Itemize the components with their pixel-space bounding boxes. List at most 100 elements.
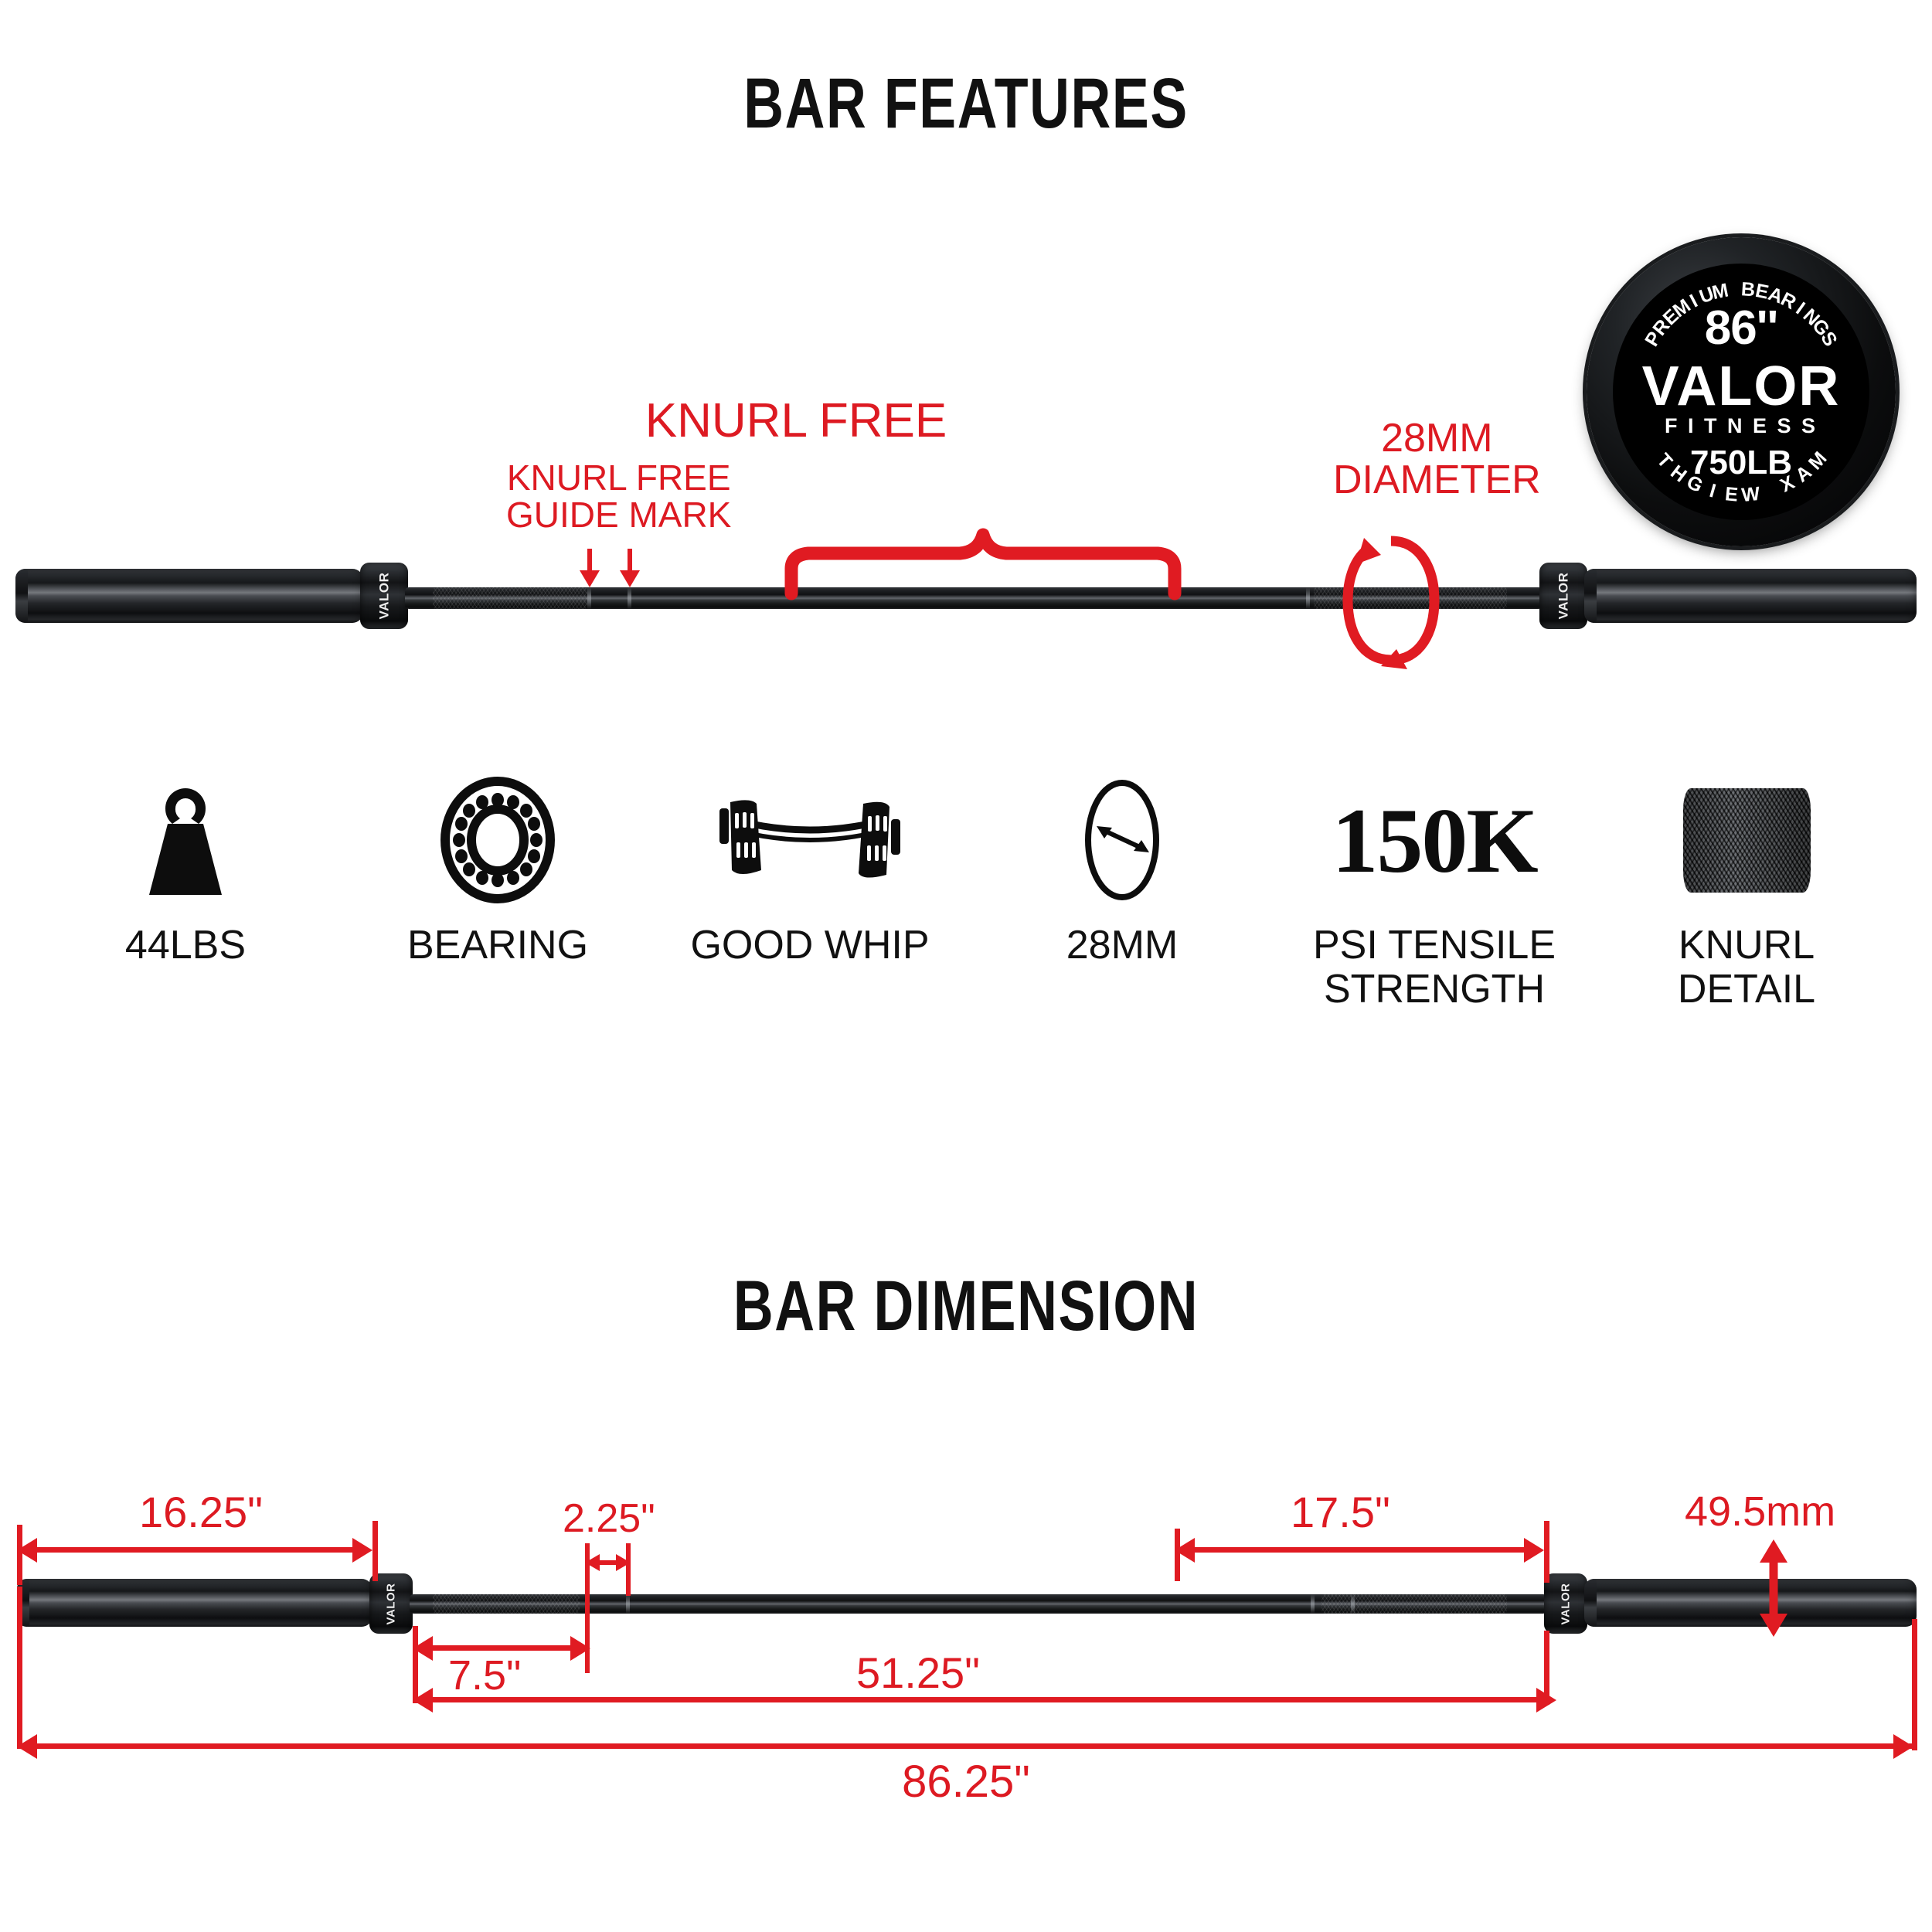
features-icon-row: 44LBS xyxy=(46,773,1886,1074)
dim-line-51-25 xyxy=(427,1697,1549,1702)
ext-line-51-25-left xyxy=(413,1626,418,1703)
dim-guide-mark-4 xyxy=(1351,1594,1355,1614)
knurl-free-brace xyxy=(784,528,1182,600)
dim-knurl-band-right xyxy=(1321,1594,1507,1614)
feature-label-tensile-strength: PSI TENSILE STRENGTH xyxy=(1313,923,1556,1012)
tensile-strength-value: 150K xyxy=(1332,788,1538,892)
left-collar: VALOR xyxy=(360,563,408,629)
ext-line-16-25-right xyxy=(372,1521,378,1581)
dim-label-86-25: 86.25" xyxy=(902,1757,1030,1807)
annotation-diameter-line1: 28MM xyxy=(1381,416,1493,461)
page-title-bar-features: BAR FEATURES xyxy=(743,64,1189,143)
dim-collar-logo-right: VALOR xyxy=(1559,1583,1573,1624)
feature-label-knurl-detail: KNURL DETAIL xyxy=(1678,923,1815,1012)
feature-label-44lbs: 44LBS xyxy=(124,923,247,968)
dim-arrow-51-25-right xyxy=(1536,1688,1556,1713)
feature-tensile-strength: 150K PSI TENSILE STRENGTH xyxy=(1295,773,1573,1012)
bending-barbell-icon xyxy=(713,773,906,908)
ext-line-17-5-right xyxy=(1544,1521,1549,1583)
dim-label-7-5: 7.5" xyxy=(448,1652,522,1699)
ball-bearing-icon xyxy=(436,773,560,908)
dim-vertical-arrow-49-5mm xyxy=(1760,1539,1787,1637)
endcap-size: 86'' xyxy=(1704,301,1778,355)
dim-arrow-51-25-left xyxy=(413,1688,433,1713)
diameter-ellipse-icon xyxy=(1080,773,1165,908)
endcap-brand-sub: F I T N E S S xyxy=(1664,414,1818,437)
tensile-strength-text: 150K xyxy=(1332,773,1538,908)
guide-pointer-arrow-1 xyxy=(580,570,600,587)
dim-arrow-86-25-left xyxy=(17,1734,37,1759)
annotation-diameter-line2: DIAMETER xyxy=(1333,457,1541,503)
dim-arrow-86-25-right xyxy=(1893,1734,1913,1759)
guide-mark-inner-right xyxy=(1306,587,1310,609)
feature-bearing: BEARING xyxy=(359,773,637,968)
knurl-texture-icon xyxy=(1682,773,1811,908)
dim-guide-mark-3 xyxy=(1311,1594,1315,1614)
dim-bar-shaft xyxy=(410,1594,1547,1614)
feature-44lbs: 44LBS xyxy=(46,773,325,968)
dim-collar-logo-left: VALOR xyxy=(384,1583,398,1624)
weight-plate-icon xyxy=(128,773,243,908)
dim-knurl-band-left xyxy=(433,1594,580,1614)
feature-good-whip: GOOD WHIP xyxy=(671,773,949,968)
dim-arrow-16-25-left xyxy=(17,1538,37,1563)
feature-label-28mm: 28MM xyxy=(1066,923,1179,968)
dim-right-sleeve xyxy=(1584,1579,1917,1627)
feature-label-bearing: BEARING xyxy=(406,923,589,968)
dim-label-51-25: 51.25" xyxy=(855,1648,981,1697)
dim-label-17-5: 17.5" xyxy=(1291,1488,1390,1536)
endcap-arc-char: E xyxy=(1723,483,1740,506)
dim-arrow-2-25-right xyxy=(616,1554,631,1571)
annotation-knurl-free-guide-mark: KNURL FREE GUIDE MARK xyxy=(506,457,732,535)
endcap-arc-char xyxy=(1764,480,1776,503)
right-sleeve xyxy=(1584,569,1917,623)
endcap-max-weight-value: 750LB xyxy=(1689,444,1793,481)
dim-line-7-5 xyxy=(427,1645,589,1651)
collar-logo-right: VALOR xyxy=(1556,572,1570,620)
page-title-bar-dimension: BAR DIMENSION xyxy=(733,1267,1199,1345)
annotation-28mm-diameter: 28MM DIAMETER xyxy=(1333,417,1541,501)
left-sleeve xyxy=(15,569,363,623)
dim-guide-mark-2 xyxy=(626,1594,630,1614)
guide-pointer-stem-1 xyxy=(587,549,592,575)
knurl-chunk xyxy=(1682,788,1811,893)
knurl-band-left xyxy=(433,587,587,609)
feature-knurl-detail: KNURL DETAIL xyxy=(1607,773,1886,1012)
feature-label-tensile-line1: PSI TENSILE xyxy=(1312,923,1556,968)
ext-line-86-25-left xyxy=(17,1587,22,1749)
collar-logo-left: VALOR xyxy=(376,572,391,620)
dim-line-17-5 xyxy=(1189,1547,1538,1553)
feature-label-tensile-line2: STRENGTH xyxy=(1324,967,1545,1012)
guide-pointer-stem-2 xyxy=(628,549,632,575)
dim-arrow-2-25-left xyxy=(585,1554,600,1571)
dim-left-sleeve xyxy=(17,1579,372,1627)
dim-arrow-16-25-right xyxy=(352,1538,372,1563)
dim-arrow-7-5-right xyxy=(570,1636,590,1661)
diameter-rotation-arrow xyxy=(1342,536,1440,669)
annotation-knurl-free-center: KNURL FREE xyxy=(645,394,947,447)
ext-line-86-25-right xyxy=(1912,1619,1917,1750)
dim-right-collar: VALOR xyxy=(1544,1573,1587,1634)
dim-left-collar: VALOR xyxy=(369,1573,413,1634)
dim-label-49-5mm: 49.5mm xyxy=(1685,1488,1836,1535)
dim-line-16-25 xyxy=(31,1547,365,1553)
dim-line-86-25 xyxy=(31,1743,1917,1749)
dim-label-2-25: 2.25" xyxy=(563,1496,655,1541)
endcap-brand: VALOR xyxy=(1641,355,1841,417)
ext-line-51-25-right xyxy=(1544,1631,1549,1705)
feature-28mm: 28MM xyxy=(983,773,1261,968)
dim-line-2-25 xyxy=(590,1560,628,1565)
dim-arrow-17-5-left xyxy=(1175,1538,1195,1563)
dim-arrow-17-5-right xyxy=(1524,1538,1544,1563)
feature-label-knurl-line1: KNURL xyxy=(1678,923,1815,968)
annotation-knurl-free-guide-line1: KNURL FREE xyxy=(506,457,731,498)
guide-pointer-arrow-2 xyxy=(620,570,640,587)
feature-label-good-whip: GOOD WHIP xyxy=(690,923,930,968)
guide-mark-outer-left xyxy=(628,587,631,609)
annotation-knurl-free-guide-line2: GUIDE MARK xyxy=(506,494,732,535)
feature-label-knurl-line2: DETAIL xyxy=(1677,967,1816,1012)
endcap-arc-char: I xyxy=(1707,479,1719,502)
right-collar: VALOR xyxy=(1539,563,1587,629)
